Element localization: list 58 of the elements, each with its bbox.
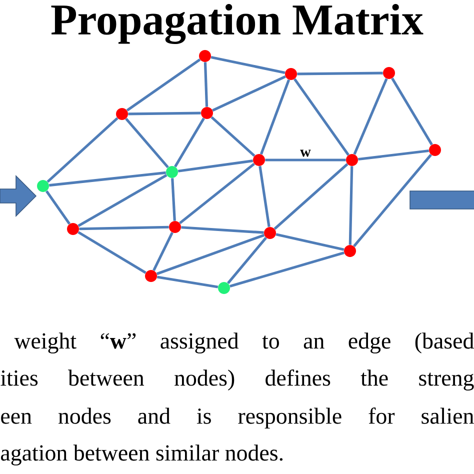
graph-node <box>253 154 265 166</box>
graph-edge <box>171 178 176 221</box>
graph-node <box>264 227 276 239</box>
graph-node <box>346 154 358 166</box>
graph-edge <box>181 226 264 234</box>
graph-edge <box>297 72 383 76</box>
edge-label: w <box>300 150 311 157</box>
graph-edge <box>125 118 169 168</box>
graph-edge <box>46 117 118 183</box>
graph-edge <box>230 252 344 288</box>
graph-edge <box>174 118 205 168</box>
graph-node <box>67 223 79 235</box>
graph-edge <box>79 226 169 230</box>
graph-edge <box>178 160 254 172</box>
graph-edge <box>353 78 388 155</box>
graph-node <box>166 166 178 178</box>
graph-edge <box>78 231 146 274</box>
graph-node <box>429 144 441 156</box>
graph-edge <box>78 174 168 228</box>
graph-edge <box>126 58 201 112</box>
graph-node <box>285 68 297 80</box>
graph-edge <box>156 276 218 288</box>
graph-edge <box>49 171 166 187</box>
caption-text: een nodes and is responsible for salien <box>1 407 474 428</box>
graph-edge <box>156 234 265 276</box>
caption-text: weight “w” assigned to an edge (based <box>14 332 474 354</box>
graph-edge <box>210 116 256 157</box>
graph-edge <box>204 62 208 107</box>
graph-edge <box>276 233 344 251</box>
graph-edge <box>348 166 354 245</box>
graph-edge <box>358 149 429 161</box>
graph-node <box>383 67 395 79</box>
graph-edge <box>128 112 201 116</box>
graph-edge <box>45 190 71 225</box>
caption-text: agation between similar nodes. <box>1 444 283 466</box>
graph-edge <box>391 78 433 146</box>
graph-node <box>344 245 356 257</box>
graph-node <box>199 50 211 62</box>
graph-edge <box>179 162 255 224</box>
graph-node <box>218 282 230 294</box>
block-arrow <box>0 175 37 217</box>
graph-node <box>169 221 181 233</box>
graph-edge <box>210 56 286 74</box>
graph-edge <box>294 78 350 156</box>
graph-edge <box>152 232 174 271</box>
graph-edge <box>260 79 290 155</box>
graph-edge <box>212 75 286 112</box>
graph-node <box>201 107 213 119</box>
title: Propagation Matrix <box>51 4 424 44</box>
graph-edge <box>274 163 348 230</box>
graph-edge <box>258 166 270 228</box>
graph-node <box>37 180 49 192</box>
caption-text: ities between nodes) defines the streng <box>0 369 474 391</box>
graph-edge <box>353 154 432 248</box>
graph-edge <box>265 158 346 162</box>
graph-edge <box>226 236 268 284</box>
graph-node <box>145 270 157 282</box>
graph-node <box>116 108 128 120</box>
